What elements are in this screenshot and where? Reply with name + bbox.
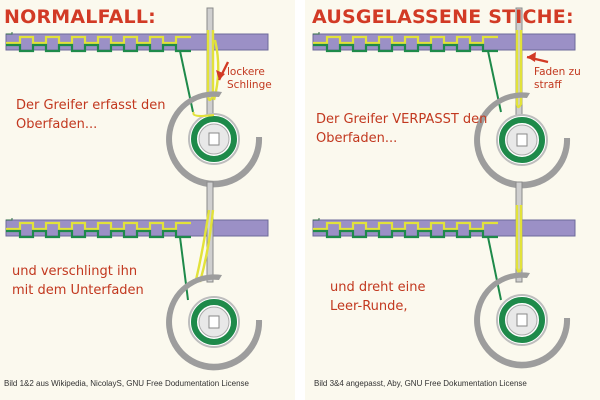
right-credit: Bild 3&4 angepasst, Aby, GNU Free Dokume…: [314, 379, 527, 388]
left-bottom-caption: und verschlingt ihn mit dem Unterfaden: [12, 264, 144, 298]
left-top-diagram: [4, 7, 270, 188]
right-top-diagram: [311, 7, 577, 189]
right-title: AUSGELASSENE STICHE:: [312, 6, 574, 28]
left-title: NORMALFALL:: [4, 6, 156, 28]
right-bottom-caption: und dreht eine Leer-Runde,: [330, 280, 426, 314]
right-top-caption: Der Greifer VERPASST den Oberfaden...: [316, 112, 488, 146]
left-top-caption: Der Greifer erfasst den Oberfaden...: [16, 98, 166, 132]
left-credit: Bild 1&2 aus Wikipedia, NicolayS, GNU Fr…: [4, 379, 250, 388]
right-bottom-diagram: [311, 181, 577, 369]
right-callout: Faden zu straff: [534, 66, 581, 91]
right-panel: [305, 0, 600, 400]
left-callout: lockere Schlinge: [227, 66, 272, 91]
left-bottom-diagram: [4, 181, 270, 371]
left-panel: [0, 0, 295, 400]
